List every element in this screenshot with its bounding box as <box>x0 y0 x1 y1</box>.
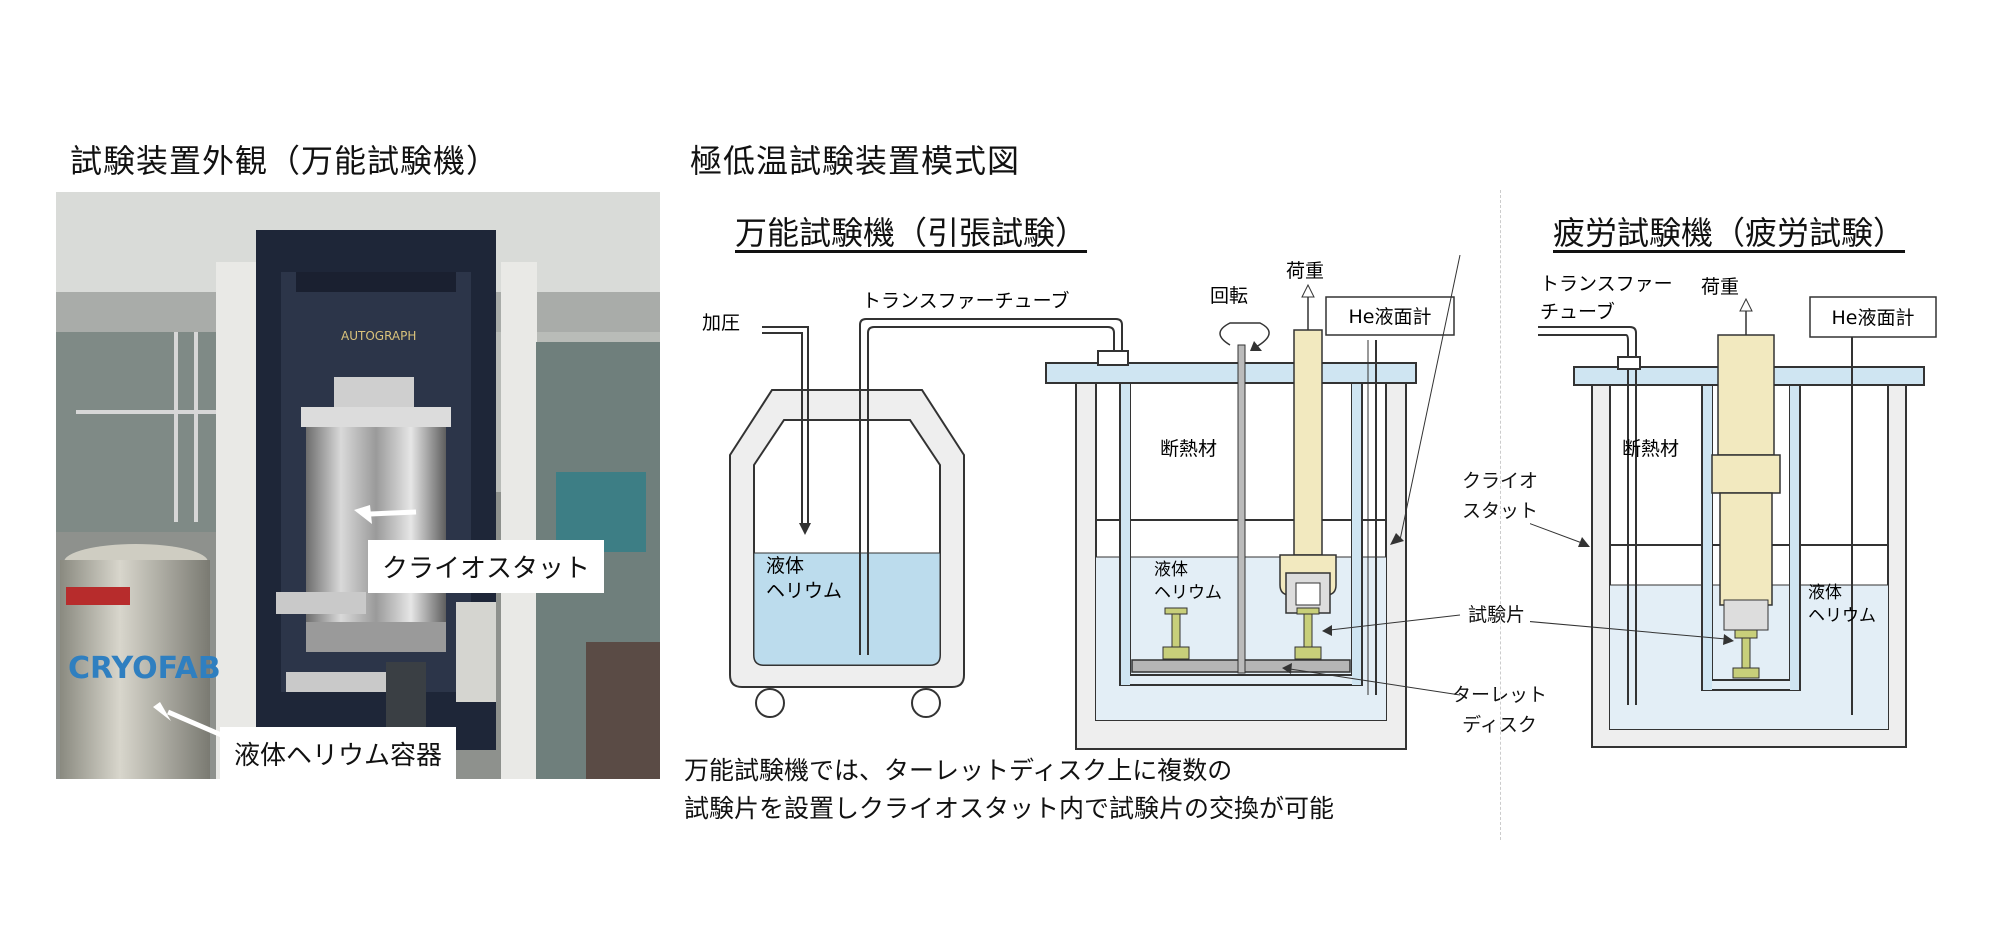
section-divider <box>1500 190 1501 840</box>
universal-insulation-label: 断熱材 <box>1160 438 1217 460</box>
universal-caption: 万能試験機では、ターレットディスク上に複数の 試験片を設置しクライオスタット内で… <box>684 752 1334 828</box>
fatigue-transfer-label-2: チューブ <box>1540 300 1615 323</box>
fatigue-tester-diagram: He液面計 トランスファー チューブ 荷重 断熱材 液体 ヘリウム <box>1530 273 1937 748</box>
photo-arrows <box>153 505 417 740</box>
machine-brand-text: AUTOGRAPH <box>341 329 416 343</box>
fatigue-load-label: 荷重 <box>1701 276 1739 298</box>
transfer-tube-label: トランスファーチューブ <box>862 289 1069 312</box>
helium-container-photo-label: 液体ヘリウム容器 <box>220 727 457 780</box>
cryostat-helium-label-1: 液体 <box>1154 560 1188 580</box>
tank-brand-text: CRYOFAB <box>68 651 221 686</box>
fatigue-tester-heading: 疲労試験機（疲労試験） <box>1553 214 1906 252</box>
fatigue-helium-label-1: 液体 <box>1808 583 1842 603</box>
universal-tester-heading: 万能試験機（引張試験） <box>735 214 1088 252</box>
fatigue-he-gauge-label: He液面計 <box>1832 307 1915 329</box>
turret-disk-label: ターレット ディスク <box>1452 680 1547 740</box>
dewar-helium-label-1: 液体 <box>766 555 804 577</box>
cryostat-helium-label-2: ヘリウム <box>1154 583 1222 603</box>
universal-load-label: 荷重 <box>1286 260 1324 282</box>
cryostat-photo-label: クライオスタット <box>368 540 605 593</box>
photo-section-title: 試験装置外観（万能試験機） <box>70 142 500 180</box>
caption-line-2: 試験片を設置しクライオスタット内で試験片の交換が可能 <box>684 794 1335 823</box>
caption-line-1: 万能試験機では、ターレットディスク上に複数の <box>684 756 1233 785</box>
rotation-label: 回転 <box>1210 285 1248 307</box>
dewar-helium-label-2: ヘリウム <box>766 580 842 602</box>
turret-disk-label-line2: ディスク <box>1462 714 1537 736</box>
fatigue-helium-label-2: ヘリウム <box>1808 606 1876 626</box>
pressure-label: 加圧 <box>702 312 740 334</box>
universal-tester-diagram: He液面計 加圧 トランスファーチューブ 液体 ヘリウム 回転 荷重 断熱材 液… <box>702 255 1461 750</box>
schematic-section-title: 極低温試験装置模式図 <box>690 142 1021 180</box>
cryostat-vessel <box>1045 329 1417 750</box>
fatigue-insulation-label: 断熱材 <box>1622 438 1679 460</box>
specimen-label: 試験片 <box>1468 604 1526 626</box>
turret-disk-label-line1: ターレット <box>1452 684 1548 706</box>
fatigue-transfer-label-1: トランスファー <box>1540 273 1673 295</box>
helium-dewar <box>729 389 965 718</box>
universal-he-gauge-label: He液面計 <box>1349 306 1432 328</box>
